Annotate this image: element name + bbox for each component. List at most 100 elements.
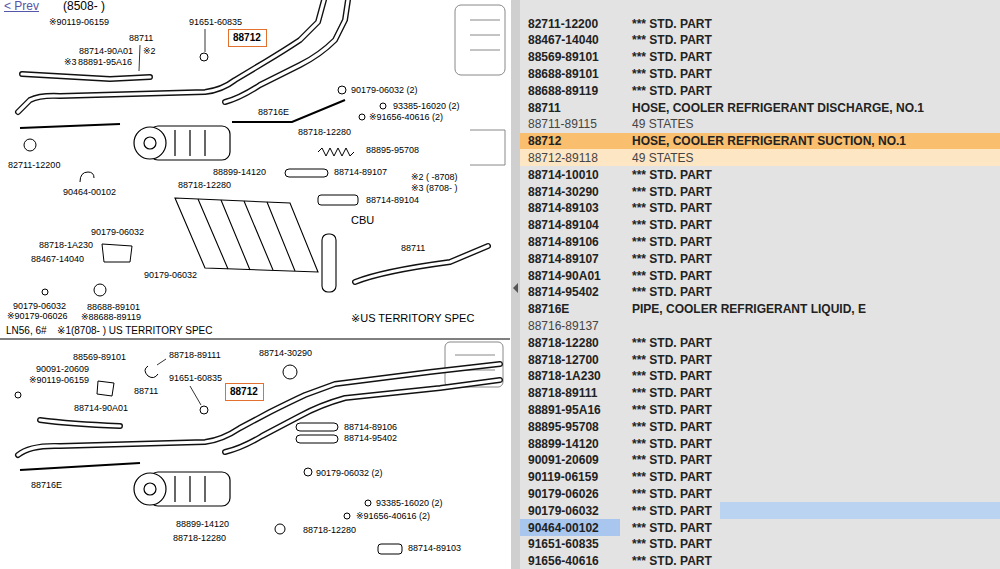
parts-list-panel [520, 133, 1000, 149]
small-parts [200, 53, 208, 61]
hose [18, 0, 324, 112]
small-parts [378, 544, 402, 554]
callout-number: 91651-60835 [168, 373, 223, 383]
description-cell: *** STD. PART [632, 437, 712, 451]
condenser [198, 199, 295, 271]
callout-number: ※90119-06159 [48, 17, 110, 27]
small-parts [344, 513, 350, 519]
hose [40, 420, 120, 426]
part-number-cell: 90464-00102 [528, 521, 599, 535]
hose [40, 420, 120, 426]
description-cell: *** STD. PART [632, 252, 712, 266]
description-cell: HOSE, COOLER REFRIGERANT SUCTION, NO.1 [632, 134, 906, 148]
callout-number: 93385-16020 (2) [375, 498, 444, 508]
part-number-cell: 88718-1A230 [528, 369, 601, 383]
small-parts [94, 284, 106, 296]
part-number-cell: 88716-89137 [528, 319, 599, 333]
hose [18, 0, 324, 112]
small-parts [145, 366, 158, 378]
small-parts [15, 392, 21, 398]
description-cell: *** STD. PART [632, 521, 712, 535]
receiver-dryer [322, 234, 336, 292]
highlighted-callout: 88712 [225, 383, 264, 401]
hose [225, 0, 348, 102]
callout-number: ※91656-40616 (2) [368, 112, 444, 122]
callout-number: 88714-89106 [343, 422, 398, 432]
receiver-dryer [322, 234, 336, 292]
description-cell: *** STD. PART [632, 403, 712, 417]
callout-number: ※US TERRITORY SPEC [350, 312, 475, 325]
callout-number: 88716E [257, 107, 290, 117]
hose [22, 74, 150, 79]
callout-number: 88711 [400, 243, 426, 253]
callout-number: 88714-95402 [343, 433, 398, 443]
part-number-cell: 82711-12200 [528, 17, 598, 31]
callout-number: 88718-12280 [172, 533, 227, 543]
description-cell: *** STD. PART [632, 67, 712, 81]
parts-list-panel [520, 0, 1000, 569]
engine-outline [455, 5, 505, 75]
condenser [175, 198, 318, 272]
description-cell: *** STD. PART [632, 17, 712, 31]
callout-number: 91651-60835 [188, 17, 243, 27]
callout-number: 88718-12280 [177, 180, 232, 190]
small-parts [359, 114, 365, 120]
callout-number: 88718-89111 [168, 350, 222, 360]
callout-number: ※91656-40616 (2) [355, 511, 431, 521]
small-parts [380, 103, 386, 109]
description-cell: *** STD. PART [632, 235, 712, 249]
callout-number: ※3 [63, 57, 78, 67]
callout-number: ※90119-06159 [28, 375, 90, 385]
description-cell: *** STD. PART [632, 168, 712, 182]
callout-number: 88688-89101 [86, 302, 141, 312]
callout-number: 88569-89101 [72, 352, 127, 362]
description-cell: *** STD. PART [632, 185, 712, 199]
hose [18, 364, 500, 455]
part-number-cell: 90179-06032 [528, 504, 599, 518]
part-number-cell: 88714-89107 [528, 252, 599, 266]
part-number-cell: 88712-89118 [528, 151, 598, 165]
part-number-cell: 88711-89115 [528, 117, 597, 131]
callout-number: ※3 (8708- ) [410, 183, 459, 193]
callout-number: 88714-30290 [258, 348, 313, 358]
part-number-cell: 88714-90A01 [528, 269, 601, 283]
description-cell: 49 STATES [632, 117, 694, 131]
part-number-cell: 88714-10010 [528, 168, 599, 182]
small-parts [338, 86, 346, 94]
description-cell: *** STD. PART [632, 470, 712, 484]
callout-number: 88718-12280 [297, 127, 352, 137]
callout-number: 88712 [230, 386, 258, 397]
small-parts [200, 406, 208, 414]
callout-number: 88714-90A01 [73, 403, 129, 413]
hose [22, 74, 150, 79]
part-number-cell: 88714-89106 [528, 235, 599, 249]
description-cell: *** STD. PART [632, 453, 712, 467]
description-cell: *** STD. PART [632, 369, 712, 383]
description-cell: *** STD. PART [632, 353, 712, 367]
description-cell: 49 STATES [632, 151, 694, 165]
callout-number: 90091-20609 [35, 364, 90, 374]
small-parts [318, 195, 358, 205]
engine-outline [445, 5, 505, 387]
parts-list-panel [720, 502, 1000, 519]
small-parts [285, 169, 328, 177]
compressor [134, 473, 166, 505]
small-parts [15, 53, 402, 554]
description-cell: *** STD. PART [632, 504, 712, 518]
small-parts [283, 365, 297, 379]
callout-number: 88899-14120 [175, 519, 230, 529]
hose [18, 0, 500, 455]
section-divider [0, 339, 510, 340]
description-cell: *** STD. PART [632, 50, 712, 64]
part-number-cell: 90091-20609 [528, 453, 599, 467]
callout-number: 88711 [128, 33, 154, 43]
parts-list-panel [520, 149, 1000, 166]
callout-number: ※1(8708- ) US TERRITORY SPEC [56, 325, 213, 337]
small-parts [97, 381, 114, 396]
callout-number: 90179-06032 [12, 301, 67, 311]
engine-outline [470, 130, 505, 165]
description-cell: PIPE, COOLER REFRIGERANT LIQUID, E [632, 302, 866, 316]
callout-number: 88467-14040 [30, 254, 85, 264]
part-number-cell: 88467-14040 [528, 33, 599, 47]
part-number-cell: 90119-06159 [528, 470, 598, 484]
